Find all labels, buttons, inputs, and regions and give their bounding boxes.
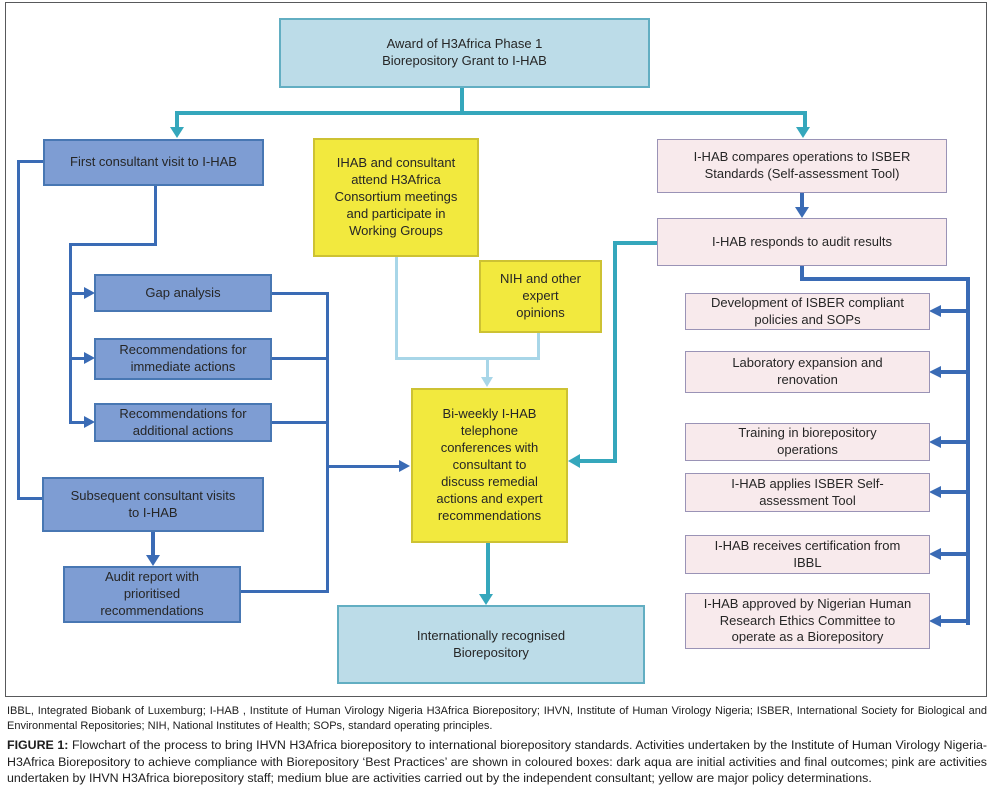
connector-responds-to-biweekly-h1 (613, 241, 659, 245)
connector-consortium-down (395, 257, 398, 360)
connector-policy-merge (395, 357, 540, 360)
arrow-into-applies-isber (929, 486, 941, 498)
node-responds-audit-label: I-HAB responds to audit results (712, 233, 892, 249)
arrow-into-rec-additional (84, 416, 95, 428)
node-first-consultant-visit-label: First consultant visit to I-HAB (70, 154, 237, 170)
node-biweekly-conferences-label: Bi-weekly I-HAB telephone conferences wi… (436, 406, 543, 523)
node-gap-analysis: Gap analysis (94, 274, 272, 312)
node-internationally-recognised-label: Internationally recognised Biorepository (416, 627, 566, 660)
arrow-into-dev-sops (929, 305, 941, 317)
node-compares-isber-label: I-HAB compares operations to ISBER Stand… (693, 149, 911, 181)
figure-caption: FIGURE 1: Flowchart of the process to br… (7, 737, 987, 787)
connector-collector-spine (326, 292, 329, 593)
connector-additional-out (272, 421, 329, 424)
node-recommendations-immediate: Recommendations for immediate actions (94, 338, 272, 380)
connector-branch-spine (69, 243, 72, 423)
node-ethics-approval-label: I-HAB approved by Nigerian Human Researc… (703, 595, 912, 645)
arrow-into-biweekly-right (568, 454, 580, 468)
arrow-into-gap-analysis (84, 287, 95, 299)
node-applies-isber-tool-label: I-HAB applies ISBER Self- assessment Too… (731, 475, 884, 508)
connector-compares-to-responds (800, 193, 804, 208)
node-applies-isber-tool: I-HAB applies ISBER Self- assessment Too… (685, 473, 930, 512)
connector-policy-to-biweekly (486, 357, 489, 378)
connector-biweekly-to-recognised (486, 543, 490, 595)
connector-first-elbow (69, 243, 157, 246)
connector-branch-gap (69, 292, 84, 295)
connector-audit-out (241, 590, 328, 593)
node-certification-ibbl: I-HAB receives certification from IBBL (685, 535, 930, 574)
node-internationally-recognised: Internationally recognised Biorepository (337, 605, 645, 684)
connector-first-to-subsequent-h2 (17, 497, 44, 500)
connector-award-stem (460, 88, 464, 113)
node-award-grant: Award of H3Africa Phase 1 Biorepository … (279, 18, 650, 88)
node-award-grant-label: Award of H3Africa Phase 1 Biorepository … (382, 36, 547, 68)
node-first-consultant-visit: First consultant visit to I-HAB (43, 139, 264, 186)
connector-award-split (175, 111, 807, 115)
node-recommendations-additional-label: Recommendations for additional actions (119, 405, 247, 438)
node-lab-expansion-label: Laboratory expansion and renovation (732, 355, 883, 387)
node-nih-expert-opinions-label: NIH and other expert opinions (500, 271, 581, 320)
arrow-into-responds (795, 207, 809, 218)
node-nih-expert-opinions: NIH and other expert opinions (479, 260, 602, 333)
arrow-into-first-visit (170, 127, 184, 138)
connector-collector-to-biweekly (326, 465, 400, 468)
arrow-into-rec-immediate (84, 352, 95, 364)
connector-stub-approved (941, 619, 968, 623)
arrow-into-biweekly-top (481, 377, 493, 387)
flowchart-frame (5, 2, 987, 697)
connector-branch-immediate (69, 357, 84, 360)
arrow-into-audit-report (146, 555, 160, 566)
arrow-into-certification (929, 548, 941, 560)
connector-right-spine (966, 277, 970, 625)
node-lab-expansion: Laboratory expansion and renovation (685, 351, 930, 393)
arrow-into-lab-expansion (929, 366, 941, 378)
connector-responds-to-biweekly-h2 (580, 459, 615, 463)
node-recommendations-additional: Recommendations for additional actions (94, 403, 272, 442)
connector-stub-training (941, 440, 968, 444)
node-consortium-meetings-label: IHAB and consultant attend H3Africa Cons… (334, 155, 458, 238)
node-audit-report: Audit report with prioritised recommenda… (63, 566, 241, 623)
node-ethics-approval: I-HAB approved by Nigerian Human Researc… (685, 593, 930, 649)
connector-award-to-compares (803, 111, 807, 128)
arrow-into-approved (929, 615, 941, 627)
connector-responds-right (800, 277, 970, 281)
node-subsequent-visits: Subsequent consultant visits to I-HAB (42, 477, 264, 532)
node-development-sops-label: Development of ISBER compliant policies … (711, 294, 904, 327)
node-responds-audit: I-HAB responds to audit results (657, 218, 947, 266)
connector-first-to-subsequent-v (17, 160, 20, 500)
figure-caption-text: Flowchart of the process to bring IHVN H… (7, 738, 987, 786)
node-biweekly-conferences: Bi-weekly I-HAB telephone conferences wi… (411, 388, 568, 543)
connector-subsequent-to-audit (151, 532, 155, 556)
connector-immediate-out (272, 357, 329, 360)
node-gap-analysis-label: Gap analysis (145, 284, 221, 300)
connector-award-to-first-visit (175, 111, 179, 128)
connector-stub-lab-expansion (941, 370, 968, 374)
figure-caption-label: FIGURE 1: (7, 738, 69, 752)
connector-nih-down (537, 333, 540, 360)
abbreviations-caption: IBBL, Integrated Biobank of Luxemburg; I… (7, 705, 987, 732)
node-compares-isber: I-HAB compares operations to ISBER Stand… (657, 139, 947, 193)
connector-stub-dev-sops (941, 309, 968, 313)
node-consortium-meetings: IHAB and consultant attend H3Africa Cons… (313, 138, 479, 257)
connector-first-down (154, 186, 157, 246)
arrow-into-recognised (479, 594, 493, 605)
arrow-into-compares (796, 127, 810, 138)
connector-gap-out (272, 292, 329, 295)
arrow-into-biweekly-left (399, 460, 410, 472)
node-audit-report-label: Audit report with prioritised recommenda… (100, 569, 204, 618)
node-recommendations-immediate-label: Recommendations for immediate actions (119, 342, 247, 374)
node-certification-ibbl-label: I-HAB receives certification from IBBL (714, 537, 901, 570)
connector-stub-certification (941, 552, 968, 556)
node-training-operations: Training in biorepository operations (685, 423, 930, 461)
node-development-sops: Development of ISBER compliant policies … (685, 293, 930, 330)
connector-responds-down (800, 266, 804, 281)
arrow-into-training (929, 436, 941, 448)
connector-stub-applies-isber (941, 490, 968, 494)
connector-first-to-subsequent-h1 (17, 160, 44, 163)
node-subsequent-visits-label: Subsequent consultant visits to I-HAB (70, 487, 236, 520)
connector-responds-to-biweekly-v (613, 241, 617, 463)
node-training-operations-label: Training in biorepository operations (738, 425, 877, 457)
connector-branch-additional (69, 421, 84, 424)
